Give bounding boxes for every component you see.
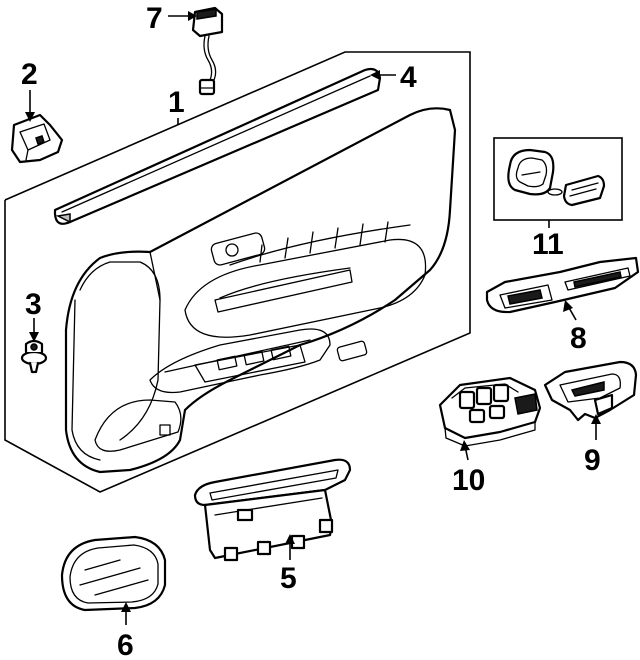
callout-3: 3 [25,288,42,321]
leader-lines [25,11,601,625]
callout-11: 11 [532,228,564,261]
part-2-bracket [10,113,64,164]
part-11-courtesy-lamp [493,137,623,221]
part-5-armrest-bezel [193,458,352,562]
callout-7: 7 [146,2,163,35]
part-4-molding-strip [53,67,382,225]
part-6-mirror-glass [60,535,167,612]
callout-9: 9 [584,444,601,477]
part-7-connector-harness [191,6,224,96]
callout-10: 10 [452,464,485,497]
door-panel-assembly-box [4,51,471,493]
part-3-clip [20,339,48,374]
part-9-inner-handle [543,360,638,422]
callout-6: 6 [117,629,134,660]
callout-5: 5 [280,562,297,595]
callout-8: 8 [570,322,587,355]
callout-4: 4 [400,61,417,94]
part-1-door-trim-panel [64,107,457,474]
part-8-switch-bezel [485,256,640,314]
callout-2: 2 [21,58,38,91]
callout-1: 1 [168,86,185,119]
part-10-window-switch [438,376,542,447]
